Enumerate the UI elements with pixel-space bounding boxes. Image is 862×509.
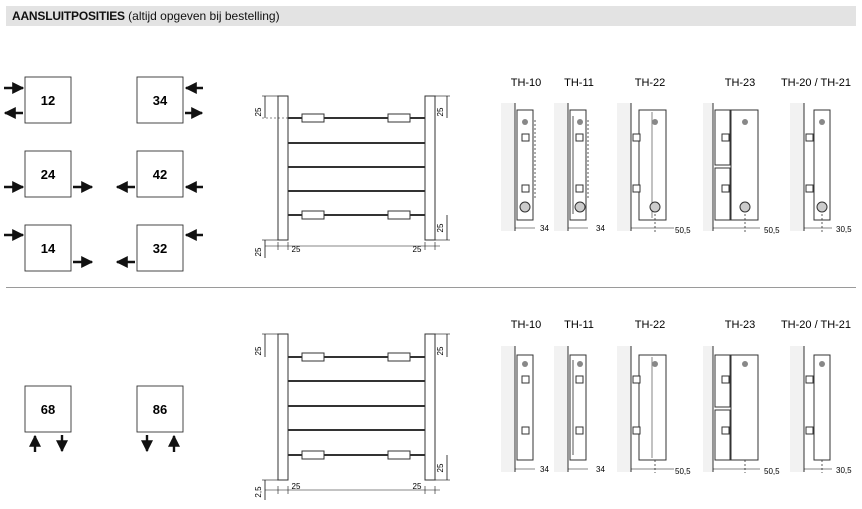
side-view-th-22-top: 50,5 bbox=[617, 103, 691, 235]
type-label-th-10: TH-10 bbox=[511, 319, 542, 331]
dim-label-bottom-left: 25 bbox=[254, 247, 263, 256]
side-view-th-11-bottom: 34 bbox=[554, 346, 605, 474]
side-view-th-23-top: 50,5 bbox=[703, 103, 780, 235]
position-label: 86 bbox=[153, 402, 167, 417]
type-label-th-11: TH-11 bbox=[564, 77, 594, 89]
offset-label-th-20-21: 30,5 bbox=[836, 225, 852, 234]
offset-label-th-23: 50,5 bbox=[764, 226, 780, 235]
position-label: 24 bbox=[41, 167, 56, 182]
position-label: 68 bbox=[41, 402, 55, 417]
side-view-th-10-bottom: 34 bbox=[501, 346, 549, 474]
offset-label-th-11: 34 bbox=[596, 465, 605, 474]
position-box-32: 32 bbox=[115, 224, 203, 272]
position-label: 14 bbox=[41, 241, 56, 256]
side-view-th-23-bottom: 50,5 bbox=[703, 346, 780, 476]
section-divider bbox=[6, 287, 856, 288]
offset-label-th-23: 50,5 bbox=[764, 467, 780, 476]
position-label: 42 bbox=[153, 167, 167, 182]
header-title: AANSLUITPOSITIES bbox=[12, 9, 125, 23]
offset-label-th-11: 34 bbox=[596, 224, 605, 233]
type-label-th-20-21: TH-20 / TH-21 bbox=[781, 77, 851, 89]
offset-label-th-10: 34 bbox=[540, 224, 549, 233]
position-label: 12 bbox=[41, 93, 55, 108]
section-header: AANSLUITPOSITIES (altijd opgeven bij bes… bbox=[6, 6, 856, 26]
position-box-86: 86 bbox=[136, 385, 184, 453]
dim-label-bottom-a: 25 bbox=[292, 245, 301, 254]
position-box-42: 42 bbox=[115, 150, 203, 198]
position-box-68: 68 bbox=[24, 385, 72, 453]
type-label-th-23: TH-23 bbox=[725, 77, 756, 89]
position-label: 34 bbox=[153, 93, 168, 108]
header-subtitle: (altijd opgeven bij bestelling) bbox=[128, 9, 280, 23]
dim-label-bottom-a: 25 bbox=[292, 482, 301, 491]
side-view-th-20-21-top: 30,5 bbox=[790, 103, 852, 234]
side-view-th-11-top: 34 bbox=[554, 103, 605, 233]
side-view-th-10-top: 34 bbox=[501, 103, 549, 233]
dim-label-side-left: 25 bbox=[254, 346, 263, 355]
dim-label-side-right-bottom: 25 bbox=[436, 223, 445, 232]
side-view-th-20-21-bottom: 30,5 bbox=[790, 346, 852, 475]
dim-label-bottom-b: 25 bbox=[413, 482, 422, 491]
offset-label-th-22: 50,5 bbox=[675, 226, 691, 235]
type-label-th-10: TH-10 bbox=[511, 77, 542, 89]
dim-label-side-right-bottom: 25 bbox=[436, 463, 445, 472]
type-label-th-22: TH-22 bbox=[635, 77, 666, 89]
type-label-th-23: TH-23 bbox=[725, 319, 756, 331]
radiator-front-view-top: 25 25 25 25 25 25 bbox=[254, 95, 450, 258]
position-box-14: 14 bbox=[4, 224, 94, 272]
side-view-th-22-bottom: 50,5 bbox=[617, 346, 691, 476]
position-box-12: 12 bbox=[3, 76, 72, 124]
offset-label-th-10: 34 bbox=[540, 465, 549, 474]
offset-label-th-22: 50,5 bbox=[675, 467, 691, 476]
type-label-th-11: TH-11 bbox=[564, 319, 594, 331]
position-box-34: 34 bbox=[136, 76, 204, 124]
position-label: 32 bbox=[153, 241, 167, 256]
offset-label-th-20-21: 30,5 bbox=[836, 466, 852, 475]
position-box-24: 24 bbox=[4, 150, 94, 198]
dim-label-side-right: 25 bbox=[436, 107, 445, 116]
dim-label-side-left: 25 bbox=[254, 107, 263, 116]
type-label-th-20-21: TH-20 / TH-21 bbox=[781, 319, 851, 331]
dim-label-bottom-left: 2,5 bbox=[254, 486, 263, 498]
radiator-front-view-bottom: 25 25 25 2,5 25 25 bbox=[254, 333, 450, 500]
type-label-th-22: TH-22 bbox=[635, 319, 666, 331]
dim-label-side-right: 25 bbox=[436, 346, 445, 355]
dim-label-bottom-b: 25 bbox=[413, 245, 422, 254]
